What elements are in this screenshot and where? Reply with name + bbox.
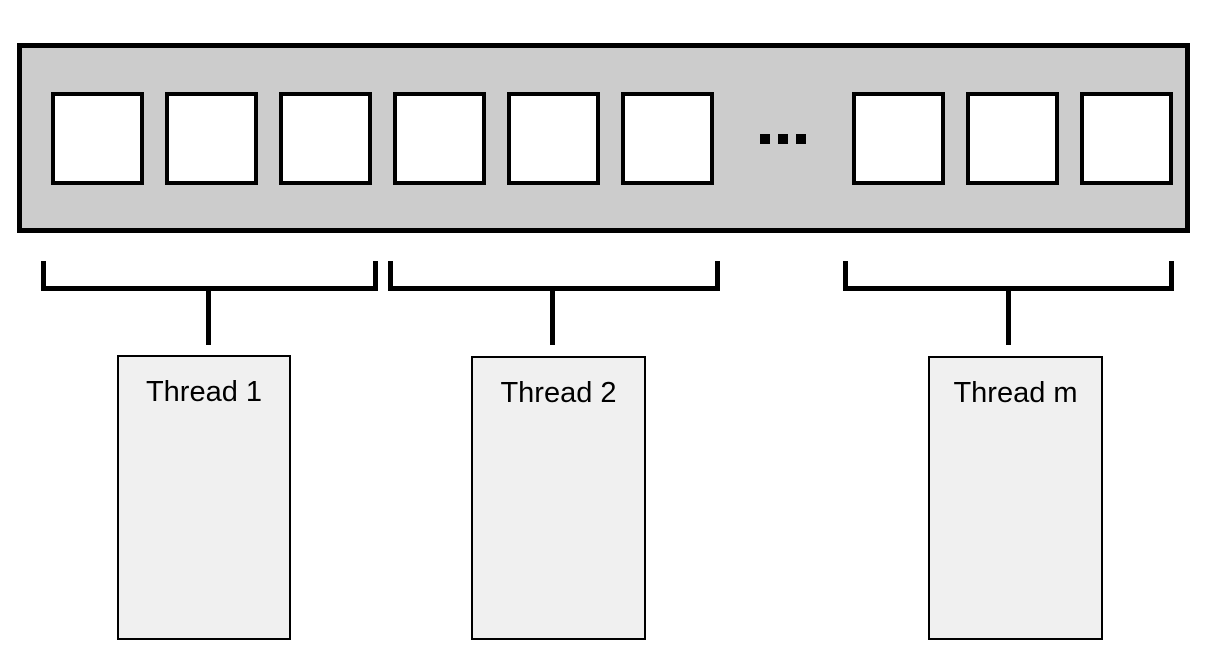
- memory-cell: [393, 92, 486, 185]
- memory-cell: [621, 92, 714, 185]
- ellipsis-icon: ...: [735, 92, 831, 185]
- connector-thread-1: [206, 291, 211, 345]
- bracket-thread-2: [388, 261, 720, 291]
- ellipsis-dot: [796, 133, 806, 144]
- memory-cell: [507, 92, 600, 185]
- memory-cell: [852, 92, 945, 185]
- bracket-thread-1: [41, 261, 378, 291]
- ellipsis-dot: [760, 133, 770, 144]
- thread-label: Thread 2: [500, 377, 617, 409]
- connector-thread-m: [1006, 291, 1011, 345]
- connector-thread-2: [550, 291, 555, 345]
- ellipsis-dot: [778, 133, 788, 144]
- memory-cell: [279, 92, 372, 185]
- memory-cell: [165, 92, 258, 185]
- memory-cell: [966, 92, 1059, 185]
- thread-box-m: Thread m: [928, 356, 1103, 640]
- thread-box-1: Thread 1: [117, 355, 291, 640]
- memory-cell: [51, 92, 144, 185]
- thread-label: Thread 1: [145, 376, 263, 408]
- memory-cell: [1080, 92, 1173, 185]
- bracket-thread-m: [843, 261, 1174, 291]
- memory-array: ...: [17, 43, 1190, 233]
- thread-label: Thread m: [953, 377, 1078, 409]
- thread-box-2: Thread 2: [471, 356, 646, 640]
